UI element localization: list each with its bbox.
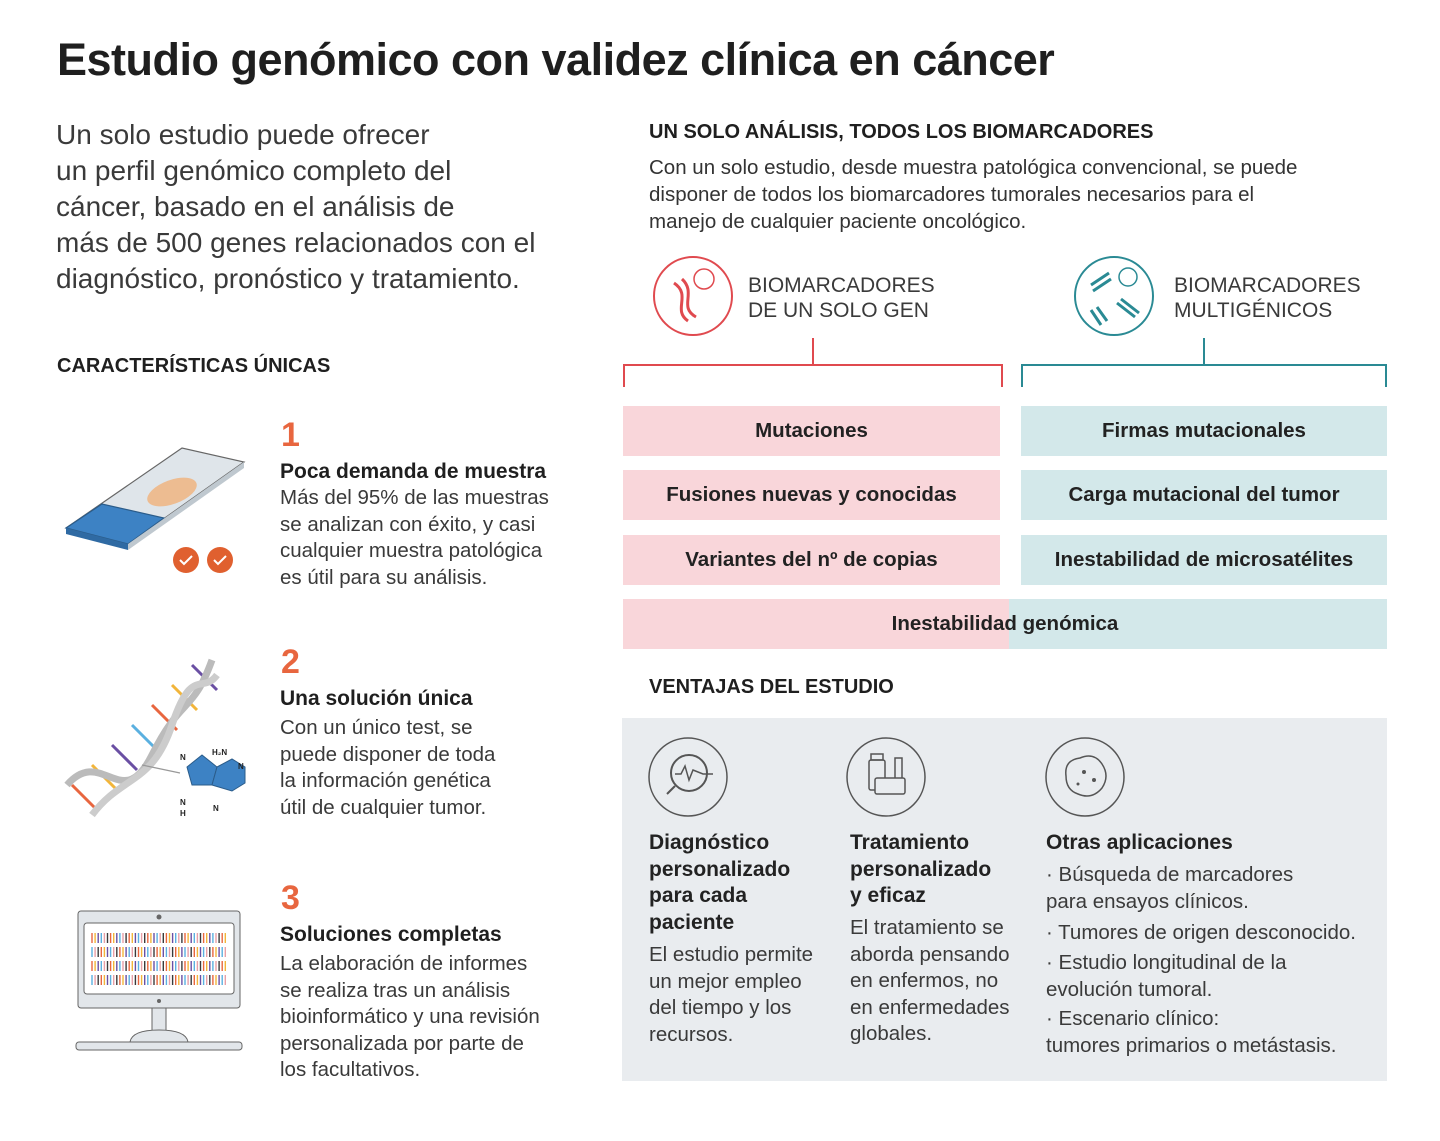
advantage-body: El tratamiento se aborda pensando en enfer… — [850, 915, 1010, 1048]
text-line: la información genética — [280, 769, 491, 793]
text-line: Más del 95% de las muestras — [280, 486, 549, 509]
text-line: globales. — [850, 1022, 933, 1045]
biomarker-inestabilidad-genomica: Inestabilidad genómica — [623, 599, 1387, 649]
text-line: Diagnóstico — [649, 831, 770, 854]
text-line: bioinformático y una revisión — [280, 1005, 540, 1029]
feature-body: Con un único test, se puede disponer de t… — [280, 715, 495, 821]
text-line: Con un único test, se — [280, 716, 473, 739]
text-line: Otras aplicaciones — [1046, 831, 1233, 854]
biomarker-carga: Carga mutacional del tumor — [1021, 470, 1387, 520]
text-line: disponer de todos los biomarcadores tumo… — [649, 183, 1255, 206]
advantage-bullet: · Escenario clínico: tumores primarios o … — [1046, 1006, 1337, 1059]
feature-title: Poca demanda de muestra — [280, 460, 547, 483]
text-line: Tratamiento — [850, 831, 970, 854]
text-line: personalizado — [649, 857, 791, 881]
text-line: los facultativos. — [280, 1058, 421, 1082]
monitor-icon — [75, 910, 243, 1051]
biomarker-microsatelites: Inestabilidad de microsatélites — [1021, 535, 1387, 585]
text-line: diagnóstico, pronóstico y tratamiento. — [56, 263, 520, 294]
tumor-cell-icon — [1045, 737, 1125, 817]
feature-number: 2 — [281, 643, 300, 681]
advantage-title: Tratamiento personalizado y eficaz — [850, 830, 991, 910]
text-line: MULTIGÉNICOS — [1174, 299, 1333, 322]
text-line: cualquier muestra patológica — [280, 539, 543, 563]
biomarker-firmas: Firmas mutacionales — [1021, 406, 1387, 456]
advantage-bullet: · Estudio longitudinal de la evolución tu… — [1046, 950, 1286, 1003]
text-line: · Tumores de origen desconocido. — [1046, 921, 1356, 944]
text-line: en enfermedades — [850, 995, 1010, 1019]
text-line: para ensayos clínicos. — [1046, 889, 1249, 913]
feature-number: 1 — [281, 416, 300, 454]
text-line: DE UN SOLO GEN — [748, 299, 929, 322]
intro-text: Un solo estudio puede ofrecer un perfil g… — [56, 117, 535, 297]
text-line: · Estudio longitudinal de la — [1046, 951, 1287, 974]
text-line: Con un solo estudio, desde muestra patol… — [649, 156, 1298, 179]
feature-number: 3 — [281, 879, 300, 917]
molecule-label: N — [180, 798, 186, 807]
text-line: BIOMARCADORES — [748, 274, 935, 297]
molecule-label: H — [180, 809, 186, 818]
text-line: La elaboración de informes — [280, 952, 528, 975]
feature-body: Más del 95% de las muestras se analizan c… — [280, 485, 549, 591]
text-line: recursos. — [649, 1022, 734, 1046]
text-line: tumores primarios o metástasis. — [1046, 1033, 1337, 1057]
text-line: y eficaz — [850, 884, 926, 907]
text-line: se realiza tras un análisis — [280, 978, 511, 1002]
advantages-panel — [622, 718, 1387, 1081]
text-line: para cada — [649, 884, 748, 907]
text-line: personalizado — [850, 857, 992, 881]
text-line: evolución tumoral. — [1046, 977, 1213, 1001]
text-line: personalizada por parte de — [280, 1031, 524, 1055]
advantage-body: El estudio permite un mejor empleo del tie… — [649, 942, 813, 1048]
text-line: un mejor empleo — [649, 969, 802, 993]
text-line: puede disponer de toda — [280, 742, 496, 766]
text-line: · Escenario clínico: — [1046, 1007, 1220, 1030]
biomarker-mutaciones: Mutaciones — [623, 406, 1000, 456]
text-line: · Búsqueda de marcadores — [1046, 863, 1294, 886]
text-line: BIOMARCADORES — [1174, 274, 1361, 297]
bracket-connectors — [623, 338, 1387, 387]
diagnostic-monitor-icon — [648, 737, 728, 817]
text-line: cáncer, basado en el análisis de — [56, 191, 455, 222]
text-line: es útil para su análisis. — [280, 565, 488, 589]
feature-body: La elaboración de informes se realiza tra… — [280, 951, 540, 1084]
biomarker-variantes: Variantes del nº de copias — [623, 535, 1000, 585]
feature-title: Soluciones completas — [280, 923, 502, 946]
text-line: aborda pensando — [850, 942, 1010, 966]
analysis-heading: UN SOLO ANÁLISIS, TODOS LOS BIOMARCADORE… — [649, 121, 1154, 143]
advantage-bullet: · Búsqueda de marcadores para ensayos clí… — [1046, 862, 1293, 915]
molecule-label: N — [180, 753, 186, 762]
text-line: útil de cualquier tumor. — [280, 795, 487, 819]
text-line: Un solo estudio puede ofrecer — [56, 119, 430, 150]
molecule-label: N — [213, 804, 219, 813]
advantage-title: Diagnóstico personalizado para cada pacient… — [649, 830, 790, 936]
molecule-label: H₂N — [212, 748, 227, 757]
text-line: paciente — [649, 910, 735, 934]
text-line: se analizan con éxito, y casi — [280, 512, 536, 536]
medication-icon — [846, 737, 926, 817]
slide-sample-icon — [64, 447, 246, 573]
feature-title: Una solución única — [280, 687, 473, 710]
text-line: más de 500 genes relacionados con el — [56, 227, 536, 258]
text-line: del tiempo y los — [649, 996, 792, 1019]
text-line: en enfermos, no — [850, 969, 999, 992]
multi-gene-icon — [1074, 256, 1154, 336]
text-line: un perfil genómico completo del — [56, 155, 452, 186]
dna-helix-icon: N H₂N N N N H — [64, 658, 246, 818]
text-line: El tratamiento se — [850, 916, 1004, 939]
advantage-bullet: · Tumores de origen desconocido. — [1046, 920, 1356, 947]
single-gene-icon — [653, 256, 733, 336]
features-heading: CARACTERÍSTICAS ÚNICAS — [57, 355, 331, 377]
molecule-label: N — [238, 762, 244, 771]
advantages-heading: VENTAJAS DEL ESTUDIO — [649, 676, 894, 698]
advantage-title: Otras aplicaciones — [1046, 830, 1233, 857]
biomarker-fusiones: Fusiones nuevas y conocidas — [623, 470, 1000, 520]
text-line: El estudio permite — [649, 943, 814, 966]
analysis-body: Con un solo estudio, desde muestra patol… — [649, 154, 1297, 235]
text-line: manejo de cualquier paciente oncológico. — [649, 210, 1027, 233]
page-title: Estudio genómico con validez clínica en … — [57, 34, 1055, 85]
